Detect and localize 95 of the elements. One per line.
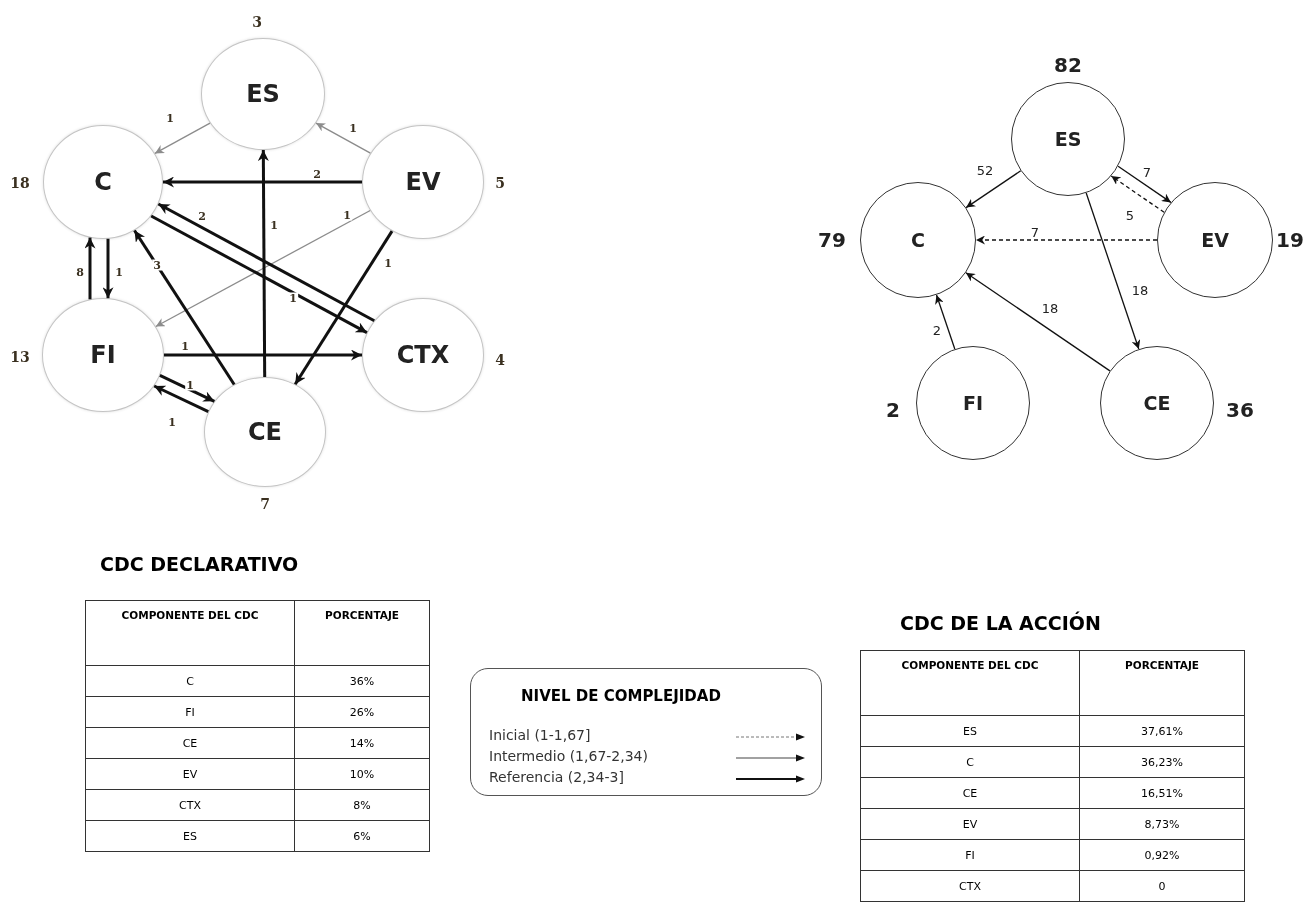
edge-label: 3 (152, 259, 162, 271)
edge-label: 1 (167, 416, 177, 428)
node-count: 3 (252, 14, 262, 30)
column-header: COMPONENTE DEL CDC (85, 600, 295, 666)
table-cell: EV (85, 758, 295, 790)
node-circle: CE (204, 377, 326, 487)
arrow (293, 230, 394, 385)
node-count: 19 (1276, 228, 1304, 252)
node-count: 36 (1226, 398, 1254, 422)
arrow (965, 272, 1111, 372)
table-cell: ES (860, 715, 1080, 747)
edge-label: 2 (931, 323, 943, 337)
edge-label: 52 (975, 163, 995, 177)
arrow (1085, 192, 1141, 350)
arrow (153, 384, 209, 414)
edge-label: 2 (197, 210, 207, 222)
table-cell: 0 (1079, 870, 1245, 902)
edge-label: 1 (383, 257, 393, 269)
edge-label: 1 (342, 209, 352, 221)
table-cell: FI (85, 696, 295, 728)
table-cell: FI (860, 839, 1080, 871)
edge-label: 18 (1040, 301, 1060, 315)
arrow (965, 170, 1022, 209)
edge-label: 18 (1130, 283, 1150, 297)
arrow (257, 150, 269, 377)
node-count: 18 (10, 175, 30, 191)
table-title: CDC DE LA ACCIÓN (900, 612, 1101, 634)
node-count: 79 (818, 228, 846, 252)
arrow (102, 238, 114, 299)
table-cell: C (85, 665, 295, 697)
edge-label: 5 (1124, 208, 1136, 222)
edge-label: 1 (185, 379, 195, 391)
edge-label: 8 (75, 266, 85, 278)
edge-label: 1 (114, 266, 124, 278)
edge-label: 1 (288, 292, 298, 304)
arrow (935, 294, 956, 350)
node-count: 7 (260, 496, 270, 512)
edge-label: 1 (348, 122, 358, 134)
legend-text: Intermedio (1,67-2,34) (489, 748, 648, 764)
column-header: PORCENTAJE (1079, 650, 1245, 716)
node-circle: CTX (362, 298, 484, 412)
table-cell: 8,73% (1079, 808, 1245, 840)
node-circle: CE (1100, 346, 1214, 460)
node-count: 5 (495, 175, 505, 191)
node-count: 2 (886, 398, 900, 422)
arrow (315, 122, 372, 154)
table-cell: CE (860, 777, 1080, 809)
table-cell: 16,51% (1079, 777, 1245, 809)
table-title: CDC DECLARATIVO (100, 553, 299, 575)
node-circle: C (860, 182, 976, 298)
table-cell: 36% (294, 665, 430, 697)
node-circle: ES (201, 38, 325, 150)
table-cell: CTX (85, 789, 295, 821)
arrow (154, 122, 211, 155)
node-circle: C (43, 125, 163, 239)
node-circle: FI (916, 346, 1030, 460)
edge-label: 2 (312, 168, 322, 180)
arrow (84, 237, 96, 300)
arrow (133, 229, 236, 386)
node-circle: EV (362, 125, 484, 239)
table-cell: EV (860, 808, 1080, 840)
node-count: 13 (10, 349, 30, 365)
table-cell: 36,23% (1079, 746, 1245, 778)
edge-label: 1 (269, 219, 279, 231)
node-circle: FI (42, 298, 164, 412)
node-count: 82 (1054, 53, 1082, 77)
arrow (1117, 165, 1172, 204)
table-cell: CE (85, 727, 295, 759)
table-cell: ES (85, 820, 295, 852)
table-cell: 14% (294, 727, 430, 759)
table-cell: CTX (860, 870, 1080, 902)
legend-title: NIVEL DE COMPLEJIDAD (521, 687, 721, 705)
node-circle: ES (1011, 82, 1125, 196)
edge-label: 7 (1029, 225, 1041, 239)
column-header: COMPONENTE DEL CDC (860, 650, 1080, 716)
edge-label: 1 (180, 340, 190, 352)
table-cell: 26% (294, 696, 430, 728)
arrow (1110, 175, 1165, 213)
arrow (164, 349, 362, 361)
legend-text: Referencia (2,34-3] (489, 769, 624, 785)
arrow (163, 176, 362, 188)
column-header: PORCENTAJE (294, 600, 430, 666)
node-count: 4 (495, 352, 505, 368)
table-cell: 8% (294, 789, 430, 821)
table-cell: 0,92% (1079, 839, 1245, 871)
arrow (159, 374, 216, 403)
node-circle: EV (1157, 182, 1273, 298)
table-cell: 10% (294, 758, 430, 790)
edge-label: 7 (1141, 165, 1153, 179)
table-cell: C (860, 746, 1080, 778)
table-cell: 6% (294, 820, 430, 852)
arrow (975, 235, 1158, 245)
legend-text: Inicial (1-1,67] (489, 727, 591, 743)
edge-label: 1 (165, 112, 175, 124)
table-cell: 37,61% (1079, 715, 1245, 747)
